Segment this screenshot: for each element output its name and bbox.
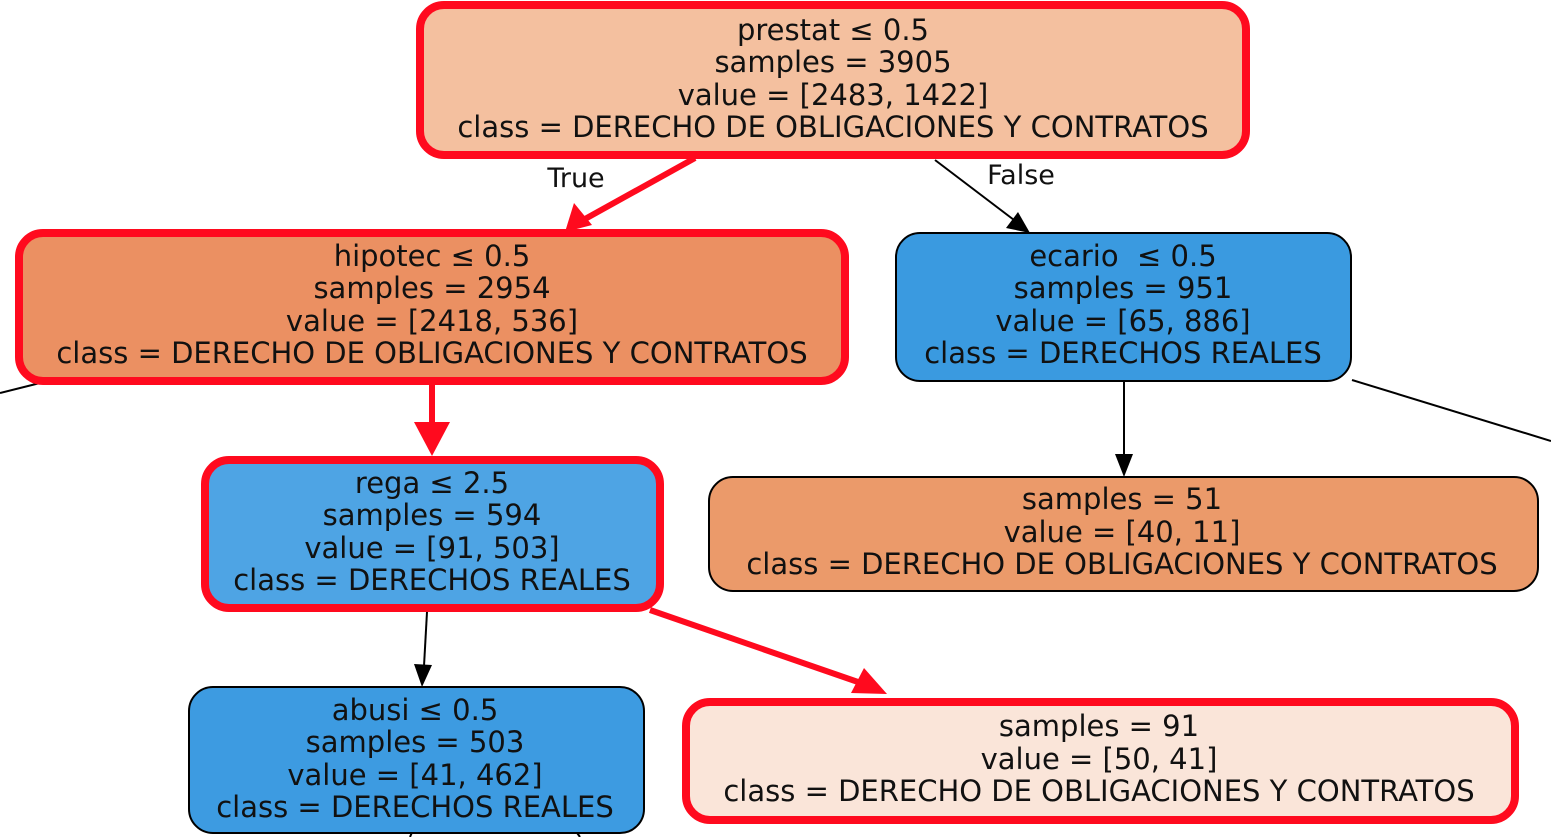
tree-nodes: prestat ≤ 0.5 samples = 3905 value = [24…	[15, 1, 1539, 834]
node-line: class = DERECHO DE OBLIGACIONES Y CONTRA…	[457, 110, 1208, 144]
node-line: samples = 2954	[313, 271, 550, 305]
node-line: samples = 951	[1014, 271, 1233, 305]
node-line: prestat ≤ 0.5	[737, 13, 929, 47]
edge-hipotec-left-offscreen	[0, 382, 41, 394]
tree-node-leaf51[interactable]: samples = 51 value = [40, 11] class = DE…	[708, 476, 1539, 592]
node-line: value = [50, 41]	[981, 742, 1218, 776]
node-line: class = DERECHOS REALES	[216, 790, 614, 824]
tree-node-abusi[interactable]: abusi ≤ 0.5 samples = 503 value = [41, 4…	[188, 686, 645, 834]
node-line: class = DERECHO DE OBLIGACIONES Y CONTRA…	[746, 547, 1497, 581]
tree-edges: True False	[0, 155, 1551, 837]
edge-ecario-leaf51	[1115, 382, 1133, 477]
tree-node-rega[interactable]: rega ≤ 2.5 samples = 594 value = [91, 50…	[201, 456, 664, 612]
node-line: class = DERECHOS REALES	[924, 336, 1322, 370]
tree-node-leaf91[interactable]: samples = 91 value = [50, 41] class = DE…	[682, 698, 1519, 824]
node-line: value = [2483, 1422]	[678, 78, 989, 112]
edge-rega-abusi	[414, 611, 432, 687]
node-line: value = [65, 886]	[995, 304, 1250, 338]
tree-node-hipotec[interactable]: hipotec ≤ 0.5 samples = 2954 value = [24…	[15, 229, 849, 385]
node-line: value = [40, 11]	[1004, 515, 1241, 549]
node-line: samples = 51	[1022, 482, 1222, 516]
node-line: samples = 91	[999, 709, 1199, 743]
edge-label-true: True	[546, 163, 604, 194]
node-line: value = [41, 462]	[287, 758, 542, 792]
node-line: class = DERECHO DE OBLIGACIONES Y CONTRA…	[56, 336, 807, 370]
node-line: samples = 594	[323, 498, 542, 532]
edge-label-false: False	[987, 160, 1055, 191]
edge-ecario-right-offscreen	[1351, 379, 1551, 442]
node-line: ecario ≤ 0.5	[1029, 239, 1216, 273]
node-line: class = DERECHOS REALES	[233, 563, 631, 597]
node-line: value = [91, 503]	[304, 531, 559, 565]
node-line: samples = 503	[306, 725, 525, 759]
tree-node-root[interactable]: prestat ≤ 0.5 samples = 3905 value = [24…	[416, 1, 1250, 159]
edge-root-ecario	[934, 159, 1030, 233]
node-line: class = DERECHO DE OBLIGACIONES Y CONTRA…	[723, 774, 1474, 808]
node-line: value = [2418, 536]	[286, 304, 578, 338]
node-line: hipotec ≤ 0.5	[334, 239, 531, 273]
node-line: abusi ≤ 0.5	[332, 693, 499, 727]
node-line: rega ≤ 2.5	[355, 466, 509, 500]
edge-hipotec-rega	[414, 383, 450, 456]
edge-rega-leaf91	[649, 607, 887, 694]
edge-root-hipotec	[565, 155, 697, 232]
tree-node-ecario[interactable]: ecario ≤ 0.5 samples = 951 value = [65, …	[895, 232, 1352, 382]
node-line: samples = 3905	[714, 45, 951, 79]
